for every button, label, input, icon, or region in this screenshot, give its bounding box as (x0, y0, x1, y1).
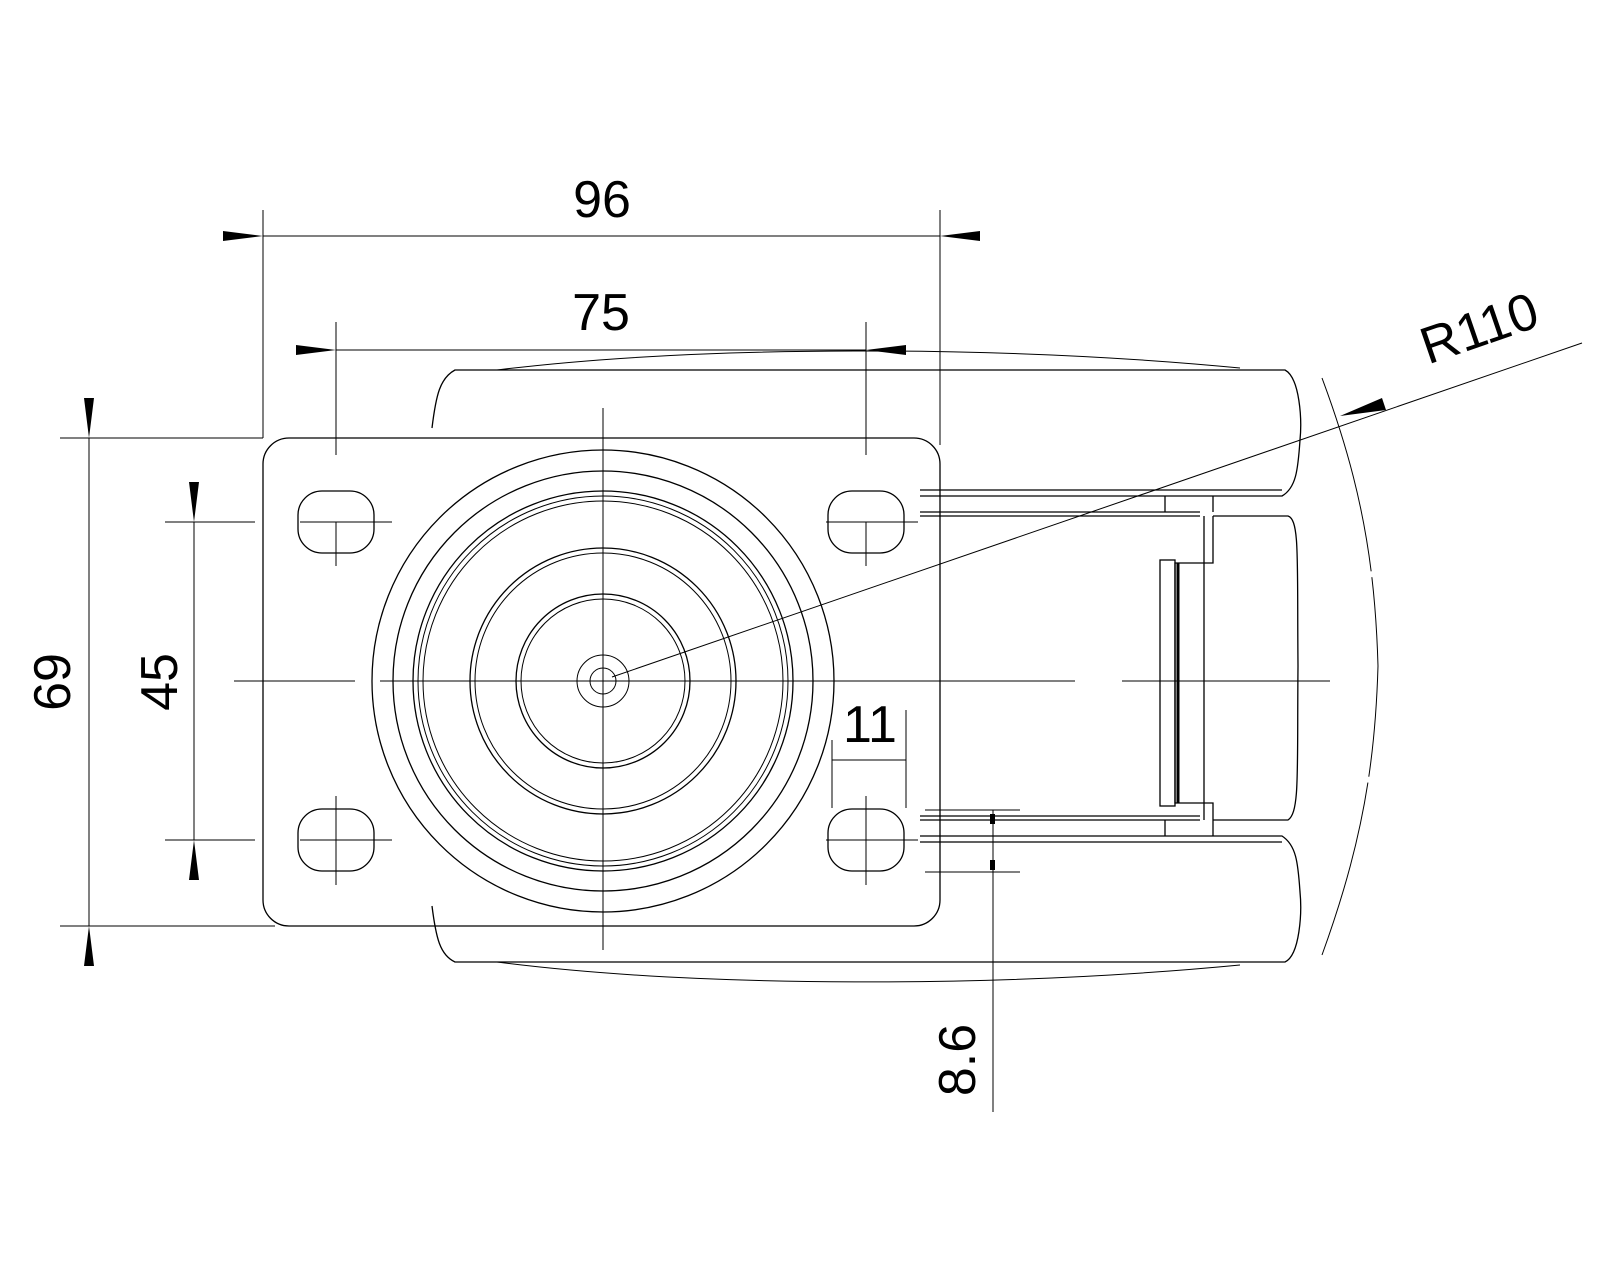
wheel-body (431, 350, 1302, 983)
dimension-45: 45 (131, 482, 255, 880)
dimension-11: 11 (831, 696, 907, 808)
dimension-69: 69 (24, 398, 275, 966)
dim-8-6-label: 8.6 (929, 1024, 987, 1096)
dimension-8-6: 8.6 (925, 809, 1020, 1112)
dimension-r110: R110 (611, 282, 1583, 678)
dimension-96: 96 (223, 171, 980, 445)
swivel-radius-arc (1321, 377, 1379, 956)
dim-69-label: 69 (24, 653, 82, 711)
dim-75-label: 75 (572, 284, 630, 342)
dim-96-label: 96 (573, 171, 631, 229)
top-plate (262, 437, 941, 927)
dim-45-label: 45 (131, 653, 189, 711)
dim-11-label: 11 (843, 696, 897, 754)
centerlines (234, 408, 1330, 950)
dimension-75: 75 (296, 284, 906, 455)
